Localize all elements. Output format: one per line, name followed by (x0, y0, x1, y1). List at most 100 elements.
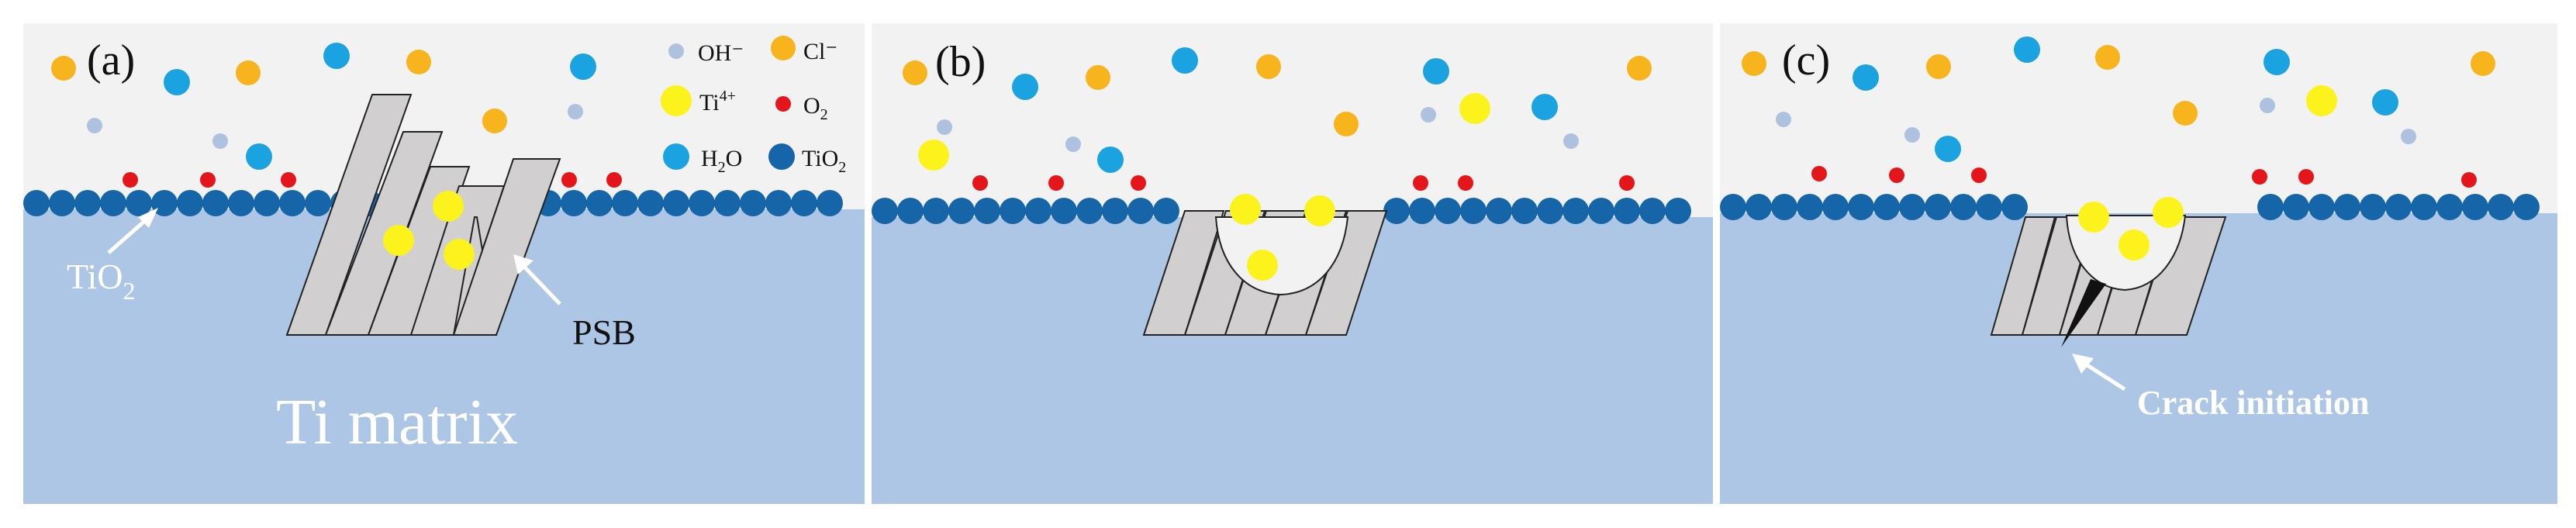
tio2-bead (1665, 198, 1691, 224)
tio2-bead (1614, 198, 1640, 224)
oxygen-molecule (1971, 167, 1987, 183)
tio2-bead (974, 198, 1000, 224)
legend-oh-marker (668, 43, 684, 59)
tio2-bead (2308, 194, 2335, 220)
water-molecule (2014, 36, 2040, 63)
oxygen-molecule (561, 172, 577, 188)
legend-cl-marker (771, 36, 796, 60)
crack-pointer (2084, 362, 2126, 392)
hydroxide-ion (1563, 133, 1579, 149)
chloride-ion (1256, 54, 1281, 79)
oxygen-molecule (2298, 169, 2314, 185)
tio2-bead (586, 190, 613, 216)
oxygen-molecule (606, 172, 622, 188)
water-molecule (1531, 94, 1558, 120)
tio2-bead (897, 198, 924, 224)
tio2-bead (2462, 194, 2488, 220)
ti4-ion (2306, 85, 2337, 116)
tio2-bead (151, 190, 178, 216)
tio2-bead (561, 190, 587, 216)
chloride-ion (2095, 45, 2120, 70)
tio2-bead (1771, 194, 1797, 220)
tio2-bead (1925, 194, 1951, 220)
psb-lamella (324, 131, 444, 336)
psb-pointer (523, 265, 561, 305)
tio2-bead (1102, 198, 1128, 224)
panel-c: (c) Crack initiation (1720, 23, 2557, 504)
legend-cl-label: Cl⁻ (803, 39, 837, 64)
legend-oh-label: OH⁻ (698, 40, 744, 66)
tio2-bead (1511, 198, 1538, 224)
hydroxide-ion (212, 133, 228, 149)
ti4-ion (2078, 202, 2109, 233)
panel-b-label: (b) (935, 38, 986, 86)
oxygen-molecule (281, 172, 296, 188)
tio2-bead (1460, 198, 1487, 224)
tio2-bead (1899, 194, 1925, 220)
tio2-bead (1639, 198, 1666, 224)
tio2-bead (1950, 194, 1977, 220)
tio2-bead (1848, 194, 1874, 220)
hydroxide-ion (2260, 98, 2275, 113)
tio2-annotation: TiO2 (67, 257, 135, 305)
legend-o2-marker (775, 96, 791, 112)
tio2-bead (2334, 194, 2360, 220)
tio2-pointer (107, 217, 149, 254)
chloride-ion (2173, 101, 2198, 126)
chloride-ion (2471, 51, 2495, 76)
tio2-bead (1822, 194, 1849, 220)
water-molecule (164, 69, 190, 95)
panel-a-label: (a) (87, 36, 135, 85)
tio2-bead (1720, 194, 1746, 220)
chloride-ion (903, 60, 927, 85)
oxygen-molecule (200, 172, 216, 188)
chloride-ion (51, 56, 76, 81)
tio2-bead (689, 190, 715, 216)
oxygen-molecule (1413, 175, 1428, 191)
hydroxide-ion (2401, 129, 2416, 144)
water-molecule (1172, 47, 1198, 74)
solution-species (1742, 36, 2495, 261)
legend-h2o-label: H2O (701, 146, 742, 176)
tio2-bead (1000, 198, 1026, 224)
water-molecule (323, 43, 350, 69)
psb-arrowhead (513, 254, 534, 274)
legend-o2-sub: 2 (820, 106, 828, 123)
chloride-ion (1334, 112, 1359, 136)
hydroxide-ion (1776, 112, 1791, 127)
tio2-film (872, 198, 1691, 224)
tio2-bead (1025, 198, 1051, 224)
tio2-bead (948, 198, 975, 224)
tio2-bead (923, 198, 949, 224)
psb-lamella (452, 158, 561, 336)
oxygen-molecule (1619, 175, 1635, 191)
legend-ti4-base: Ti (699, 90, 720, 116)
oxygen-molecule (972, 175, 988, 191)
tio2-bead (2001, 194, 2028, 220)
tio2-bead (74, 190, 101, 216)
tio2-bead (279, 190, 306, 216)
solution-species (51, 43, 622, 270)
tio2-bead (228, 190, 254, 216)
chloride-ion (1742, 51, 1766, 76)
ti4-ion (1304, 195, 1335, 226)
legend-o2-base: O (803, 93, 820, 119)
tio2-bead (2257, 194, 2284, 220)
ti4-ion (433, 191, 464, 222)
tio2-bead (2488, 194, 2514, 220)
ti4-ion (2118, 229, 2150, 261)
tio2-bead (1383, 198, 1410, 224)
tio2-bead (714, 190, 741, 216)
water-molecule (1935, 136, 1961, 162)
tio2-bead (1976, 194, 2002, 220)
legend-o2-label: O2 (803, 93, 828, 123)
tio2-bead (612, 190, 638, 216)
tio2-bead (1051, 198, 1077, 224)
crack-annotation: Crack initiation (2137, 384, 2369, 422)
oxygen-molecule (1048, 175, 1064, 191)
corrosion-pit (1214, 216, 1349, 296)
tio2-bead (1746, 194, 1772, 220)
tio2-film (1720, 194, 2540, 220)
solution-region (1720, 23, 2557, 213)
